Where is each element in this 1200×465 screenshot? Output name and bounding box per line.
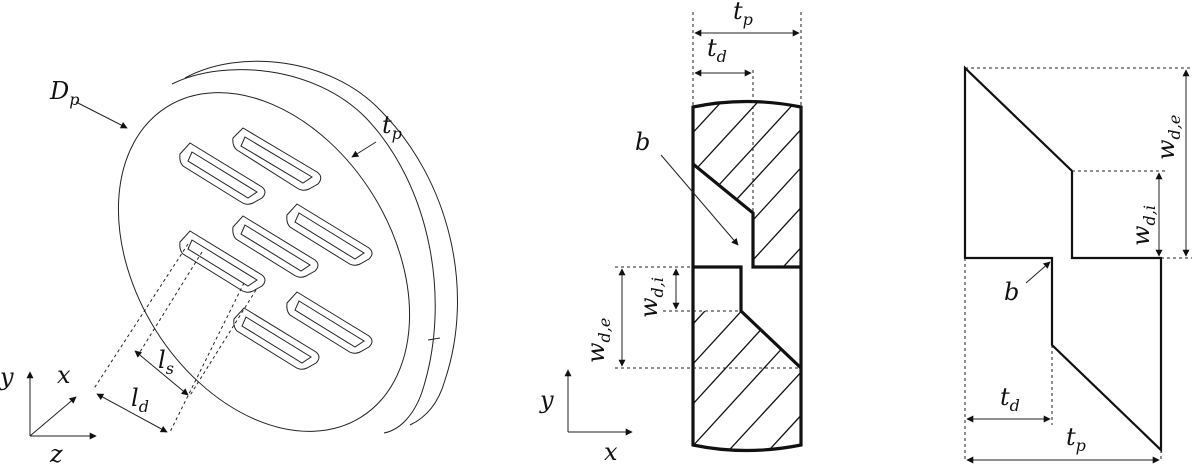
label-section-width-inner: wd,i <box>635 277 667 318</box>
coordinate-axes-xy: y x <box>539 369 633 465</box>
slot <box>232 215 319 278</box>
die-land-profile-view: wd,e wd,i b td tp <box>963 65 1192 464</box>
thickness-leader-arrow <box>351 141 377 158</box>
lower-land-profile <box>693 265 803 370</box>
die-slots <box>179 127 373 370</box>
label-section-plate-thickness: tp <box>733 0 753 29</box>
label-profile-bearing: b <box>1004 278 1019 306</box>
plate-front-face <box>117 92 411 432</box>
label-slot-spacing: ls <box>158 346 174 378</box>
label-profile-width-entry: wd,e <box>1152 115 1184 160</box>
label-profile-plate-thickness: tp <box>1066 423 1086 455</box>
axis-label-y: y <box>539 386 554 414</box>
slot <box>286 291 373 354</box>
section-hatching <box>693 101 801 451</box>
axis-label-z: z <box>49 440 63 465</box>
label-profile-width-inner: wd,i <box>1127 205 1159 246</box>
bearing-leader-arrow <box>1025 261 1051 284</box>
plate-rim-top-edge <box>184 60 458 426</box>
section-outline <box>691 99 803 453</box>
axis-label-x: x <box>604 438 618 465</box>
label-section-width-entry: wd,e <box>582 318 614 363</box>
label-section-bearing: b <box>635 128 650 156</box>
upper-land-profile <box>691 162 801 269</box>
slot <box>233 307 320 370</box>
plate-rim-seam <box>427 337 441 341</box>
slot <box>179 142 266 205</box>
land-profile-outline <box>963 65 1163 453</box>
axis-label-y: y <box>0 363 14 391</box>
label-slot-length: ld <box>131 384 149 416</box>
slot <box>232 127 322 191</box>
x-axis-arrow <box>29 396 77 437</box>
die-cross-section-view: tp td b wd,e wd,i y x <box>539 0 803 465</box>
coordinate-axes-xyz: y x z <box>0 361 97 465</box>
slot <box>179 230 266 293</box>
label-plate-diameter: Dp <box>49 77 80 109</box>
bearing-leader-arrow <box>660 154 739 246</box>
label-plate-thickness: tp <box>382 111 402 143</box>
axis-label-x: x <box>57 361 71 389</box>
slot <box>286 203 373 266</box>
die-plate-isometric-view: Dp tp ls ld y x z <box>0 60 458 465</box>
label-section-die-depth: td <box>707 34 727 66</box>
slot-dimension-lines <box>92 243 257 433</box>
label-profile-die-depth: td <box>1000 383 1020 415</box>
diameter-leader-arrow <box>75 101 128 129</box>
plate-rim-inner-edge <box>171 69 436 434</box>
